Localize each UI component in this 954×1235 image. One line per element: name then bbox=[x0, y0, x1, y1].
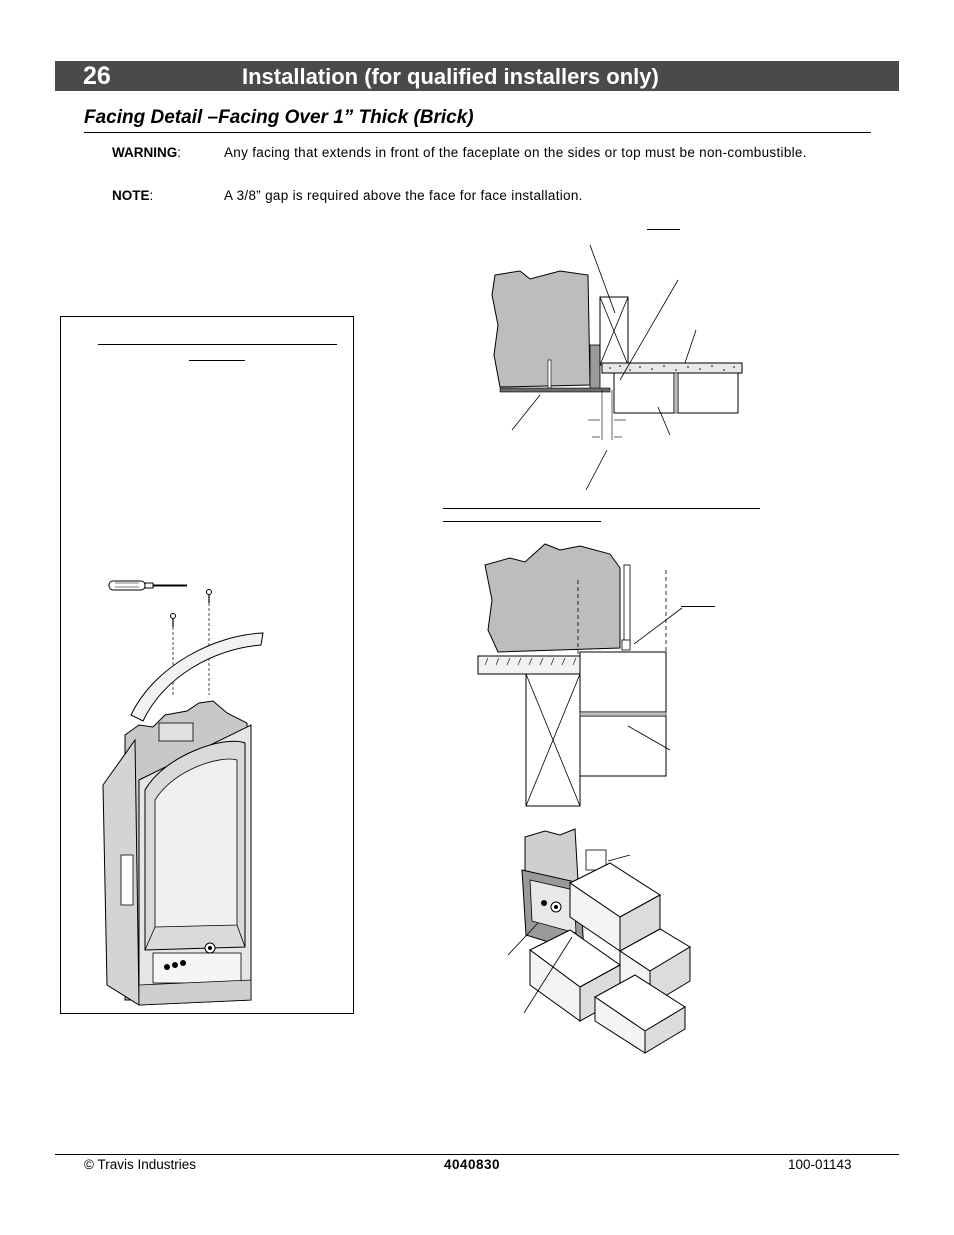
caption-rule-1 bbox=[443, 508, 760, 509]
footer-rule bbox=[55, 1154, 899, 1155]
warning-label: WARNING: bbox=[112, 145, 182, 160]
figure-box-rule-1 bbox=[98, 344, 337, 345]
caption-rule-2 bbox=[443, 521, 601, 522]
section-rule bbox=[84, 132, 871, 133]
footer-document-number: 4040830 bbox=[444, 1157, 501, 1172]
note-label: NOTE: bbox=[112, 188, 154, 203]
cross-section-middle-diagram bbox=[477, 543, 683, 807]
figure-box-faceplate bbox=[60, 316, 354, 1014]
header-title: Installation (for qualified installers o… bbox=[242, 64, 659, 89]
cross-section-top-diagram bbox=[491, 244, 743, 491]
screwdriver-icon bbox=[108, 580, 187, 591]
page-number: 26 bbox=[83, 62, 111, 90]
callout-rule-top bbox=[647, 229, 680, 230]
callout-rule-side bbox=[681, 606, 715, 607]
screw-icon bbox=[206, 589, 212, 695]
footer-part-number: 100-01143 bbox=[788, 1157, 852, 1172]
fireplace-illustration bbox=[102, 580, 264, 1006]
warning-text: Any facing that extends in front of the … bbox=[224, 145, 807, 160]
section-title: Facing Detail –Facing Over 1” Thick (Bri… bbox=[84, 107, 474, 128]
note-text: A 3/8” gap is required above the face fo… bbox=[224, 188, 583, 203]
brick-3d-diagram bbox=[507, 828, 691, 1054]
footer-copyright: © Travis Industries bbox=[84, 1157, 196, 1172]
header-bar: 26 Installation (for qualified installer… bbox=[55, 61, 899, 91]
screw-icon bbox=[170, 613, 176, 695]
figure-box-rule-2 bbox=[189, 360, 245, 361]
